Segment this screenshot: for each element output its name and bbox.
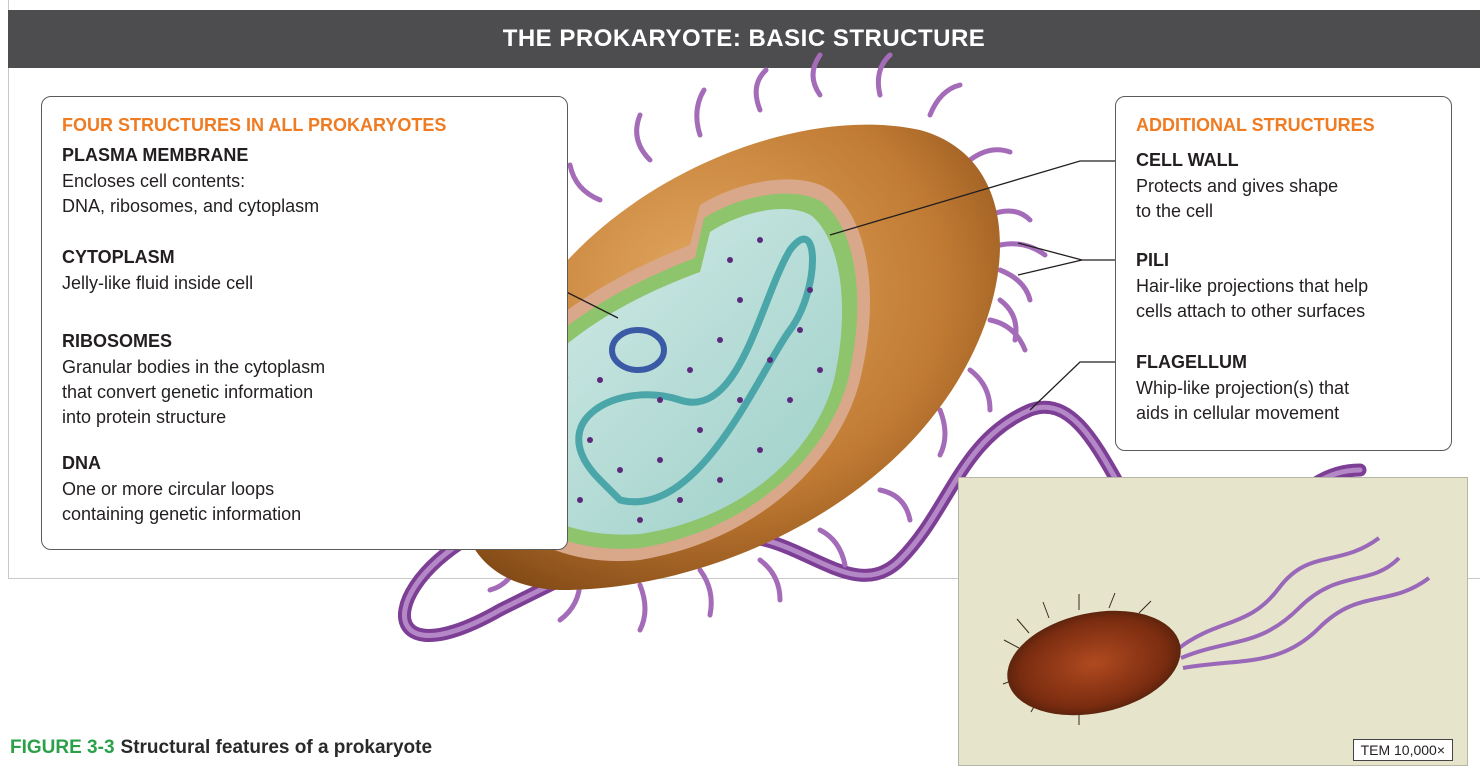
term-cytoplasm: CYTOPLASM bbox=[62, 247, 175, 268]
tem-bacterium bbox=[998, 596, 1191, 730]
term-ribosomes: RIBOSOMES bbox=[62, 331, 172, 352]
desc-cytoplasm: Jelly-like fluid inside cell bbox=[62, 271, 542, 296]
term-dna: DNA bbox=[62, 453, 101, 474]
desc-ribosomes: Granular bodies in the cytoplasm that co… bbox=[62, 355, 542, 430]
desc-plasma-membrane: Encloses cell contents: DNA, ribosomes, … bbox=[62, 169, 542, 219]
micrograph-image bbox=[959, 478, 1468, 766]
core-structures-heading: FOUR STRUCTURES IN ALL PROKARYOTES bbox=[62, 115, 446, 136]
figure-caption-title: Structural features of a prokaryote bbox=[121, 737, 432, 758]
additional-structures-box: ADDITIONAL STRUCTURES CELL WALL Protects… bbox=[1115, 96, 1452, 451]
term-plasma-membrane: PLASMA MEMBRANE bbox=[62, 145, 248, 166]
core-structures-box: FOUR STRUCTURES IN ALL PROKARYOTES PLASM… bbox=[41, 96, 568, 550]
term-cell-wall: CELL WALL bbox=[1136, 150, 1239, 171]
term-flagellum: FLAGELLUM bbox=[1136, 352, 1247, 373]
tem-micrograph: TEM 10,000× bbox=[958, 477, 1468, 766]
figure-caption: FIGURE 3-3 Structural features of a proka… bbox=[10, 737, 432, 759]
additional-structures-heading: ADDITIONAL STRUCTURES bbox=[1136, 115, 1375, 136]
figure-number: FIGURE 3-3 bbox=[10, 737, 115, 758]
desc-pili: Hair-like projections that help cells at… bbox=[1136, 274, 1480, 324]
magnification-label: TEM 10,000× bbox=[1353, 739, 1453, 761]
term-pili: PILI bbox=[1136, 250, 1169, 271]
desc-dna: One or more circular loops containing ge… bbox=[62, 477, 542, 527]
desc-cell-wall: Protects and gives shape to the cell bbox=[1136, 174, 1480, 224]
tem-flagella bbox=[1179, 538, 1429, 668]
desc-flagellum: Whip-like projection(s) that aids in cel… bbox=[1136, 376, 1480, 426]
